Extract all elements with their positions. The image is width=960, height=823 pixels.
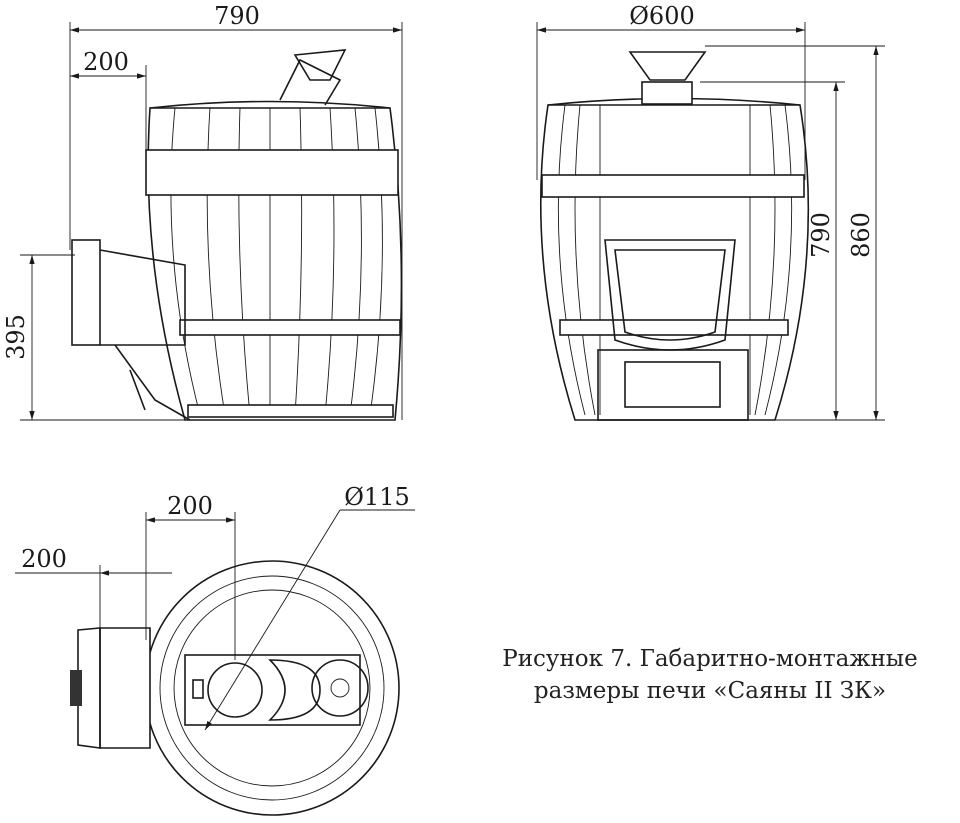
dim-top-offset-a-label: 200 [167,492,213,520]
dimension-860: 860 [705,45,885,420]
side-barrel [145,100,403,421]
dimension-600: Ø600 [536,2,806,180]
side-chimney [279,49,347,106]
dimension-115: Ø115 [204,483,415,731]
dim-flue-label: Ø115 [344,483,409,511]
caption-line-2: размеры печи «Саяны II ЗК» [533,678,887,704]
front-door [597,239,749,421]
side-firebox-tunnel [71,239,191,421]
dim-top-offset-b-label: 200 [21,545,67,573]
dimension-200-left: 200 [15,545,172,628]
dimension-790-side: 790 [69,2,403,420]
dimension-200-side: 200 [70,48,147,150]
dim-body-height-label: 790 [807,212,835,258]
dimension-395: 395 [2,254,190,421]
dimension-790-front: 790 [700,81,885,421]
front-chimney [628,51,707,105]
dim-total-height-label: 860 [847,212,875,258]
figure-caption: Рисунок 7. Габаритно-монтажные размеры п… [440,643,960,707]
dimension-200-top: 200 [145,492,236,660]
side-view: 790 200 395 [2,2,403,421]
dim-diameter-label: Ø600 [629,2,694,30]
dim-height-label: 395 [2,314,30,360]
top-view: 200 200 Ø115 [15,483,415,816]
dim-width-label: 790 [214,2,260,30]
front-view: Ø600 790 860 [536,2,885,421]
dim-offset-label: 200 [83,48,129,76]
caption-line-1: Рисунок 7. Габаритно-монтажные [502,646,918,672]
